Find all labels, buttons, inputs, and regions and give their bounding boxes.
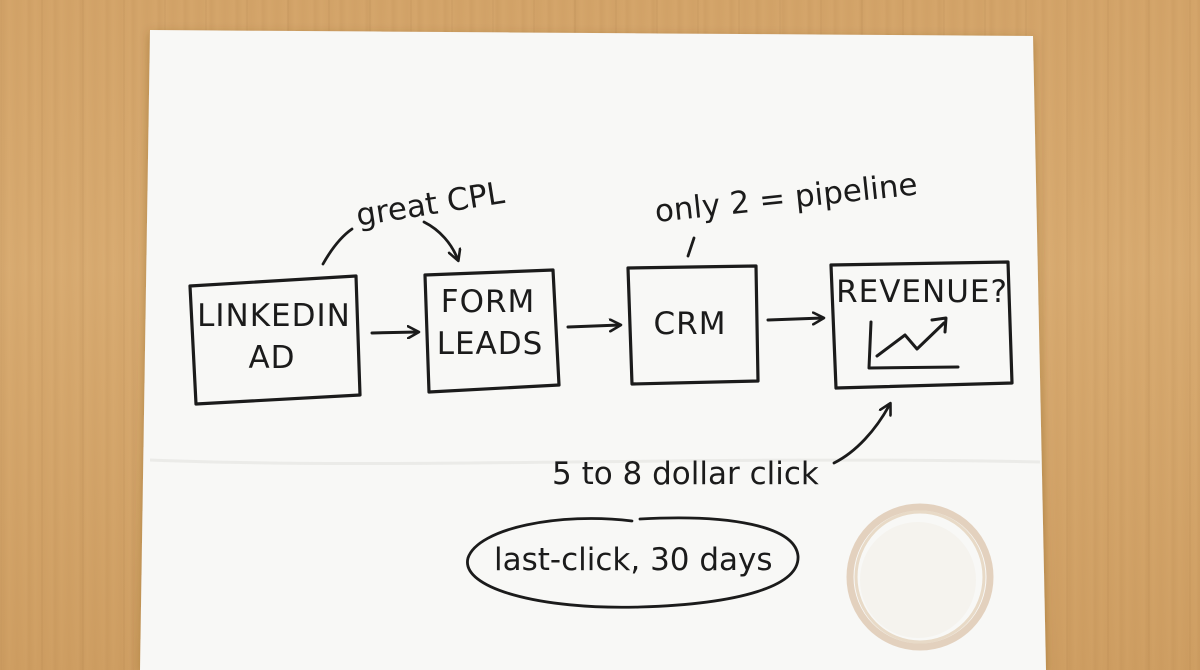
annotation-tick-to-crm xyxy=(686,236,696,258)
node-box-form-leads xyxy=(423,268,561,394)
annotation-arrow-to-form-leads xyxy=(422,220,458,260)
node-label-form-leads-line1: FORM xyxy=(441,284,536,320)
trend-up-chart-icon xyxy=(867,316,960,370)
node-box-crm xyxy=(626,264,760,386)
paper-fold-crease xyxy=(149,458,1041,466)
node-label-linkedin-ad-line2: AD xyxy=(248,340,295,376)
attribution-ellipse xyxy=(466,516,800,609)
node-label-crm: CRM xyxy=(654,306,727,342)
node-label-revenue: REVENUE? xyxy=(836,274,1008,310)
node-label-form-leads-line2: LEADS xyxy=(437,326,544,362)
annotation-arrow-to-revenue xyxy=(832,404,890,465)
edge-arrow-ad-to-leads xyxy=(370,332,418,333)
annotation-connector-curve xyxy=(321,227,354,266)
edge-arrow-crm-to-revenue xyxy=(766,318,823,320)
annotation-click-cost: 5 to 8 dollar click xyxy=(552,456,819,492)
coffee-stain xyxy=(846,503,994,651)
node-box-revenue xyxy=(829,260,1014,390)
annotation-attribution: last-click, 30 days xyxy=(494,542,773,578)
edge-arrow-leads-to-crm xyxy=(566,325,620,327)
node-box-linkedin-ad xyxy=(188,274,362,406)
paper-sheet xyxy=(140,30,1046,670)
node-label-linkedin-ad-line1: LINKEDIN xyxy=(197,298,351,334)
